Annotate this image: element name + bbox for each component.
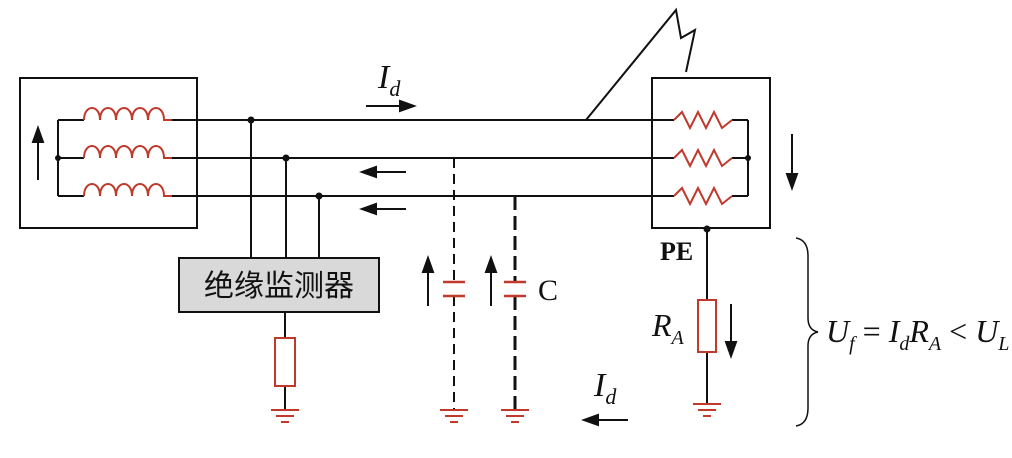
capacitor-2-plates [504,280,526,298]
source-voltage-arrowhead [31,125,45,143]
insulation-monitor [178,257,380,313]
junction-dot [247,116,255,124]
fault-path [585,7,697,121]
junction-dot [703,225,711,233]
load-zigzag [673,185,733,207]
equation-brace [795,237,819,427]
fault-current-arrowhead-top [399,99,417,113]
capacitor-current-arrowhead-2 [484,255,498,273]
capacitor-current-arrowhead-1 [421,255,435,273]
coil [83,145,172,159]
source-coils [83,107,172,197]
junction-dot [55,155,61,161]
source-transformer-box [19,77,198,229]
insulation-monitor-label: 绝缘监测器 [204,269,354,304]
return-current-arrowhead-2 [359,202,377,216]
junction-dot [315,192,323,200]
return-current-arrowhead-1 [359,165,377,179]
load-zigzag [673,109,733,131]
capacitance-label: C [538,274,558,307]
load-voltage-arrowhead [785,173,799,191]
load-resistors [673,109,733,207]
junction-dot [282,154,290,162]
resistor-label: RA [651,307,685,349]
fault-current-label-bottom: Id [593,367,617,409]
ground-symbol-monitor [271,409,299,423]
ground-symbol-capacitor-1 [440,409,468,423]
capacitor-1-plates [443,280,465,298]
touch-voltage-equation: Uf = IdRA < UL [826,313,1009,355]
monitor-resistor [274,337,296,387]
pe-current-arrowhead [724,341,738,359]
source-winding-frame [57,119,84,197]
fault-current-arrowhead-bottom [581,413,599,427]
fault-current-label-top: Id [377,59,401,101]
ground-symbol-capacitor-2 [501,409,529,423]
load-box [651,77,771,229]
ground-symbol-pe [693,403,721,417]
load-zigzag [673,147,733,169]
coil [83,183,172,197]
coil [83,107,172,121]
junction-dot [745,155,751,161]
pe-resistor [697,299,717,353]
pe-label: PE [660,237,693,266]
